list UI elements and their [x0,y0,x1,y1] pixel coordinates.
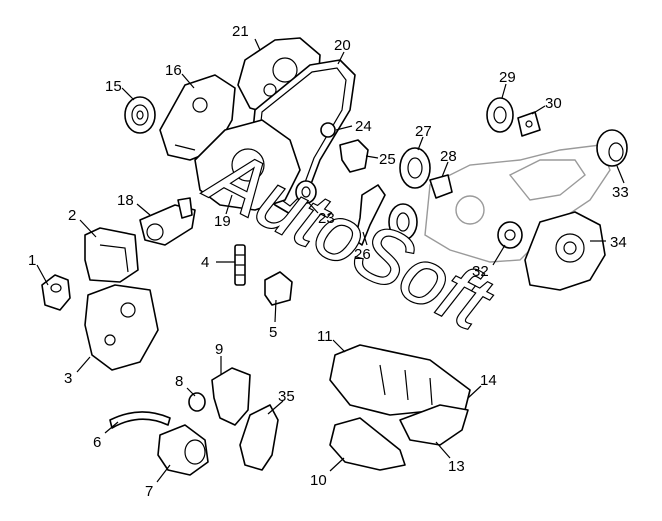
callout-25: 25 [379,151,396,168]
callout-21: 21 [232,23,249,40]
callout-33: 32 [472,263,489,280]
callout-7: 7 [145,483,153,500]
callout-1: 1 [28,252,36,269]
oil-seal-27 [399,147,431,189]
callout-16: 16 [165,62,182,79]
callout-10: 10 [310,472,327,489]
callout-14: 14 [480,372,497,389]
rubber-mount [41,274,71,311]
water-pump [157,424,209,476]
callouts: 1 2 3 4 5 6 7 8 9 10 11 13 14 15 16 18 1… [28,23,629,500]
gear-33 [497,221,523,249]
engine-mount [139,197,196,246]
tensioner-bracket [339,139,369,173]
callout-20: 20 [334,37,351,54]
oil-pump [524,211,606,291]
oil-seal-28 [388,203,418,241]
engine-bracket [84,284,159,371]
camshaft-pulley [596,129,628,167]
callout-11: 11 [317,328,333,345]
callout-24: 24 [355,118,372,135]
callout-23: 23 [318,210,335,227]
callout-18: 18 [117,192,134,209]
callout-5: 5 [269,324,277,341]
callout-35: 34 [610,234,627,251]
small-bracket [264,271,293,306]
mount-bracket [84,227,139,283]
oil-seal-30 [486,97,514,133]
idler-pulley [124,96,156,134]
tensioner-roller [295,180,317,204]
middle-timing-cover [194,119,301,211]
stud-bolt [234,244,246,286]
callout-26: 26 [354,246,371,263]
callout-3: 3 [64,370,72,387]
drive-belt [109,411,171,429]
rear-timing-cover [424,144,611,263]
callout-8: 8 [175,373,183,390]
plate-32 [517,111,541,137]
bushing [320,122,336,138]
callout-19: 19 [214,213,231,230]
exhaust-manifold [329,344,471,416]
callout-13: 13 [448,458,465,475]
support-bracket-36 [239,404,279,471]
callout-32: 30 [545,95,562,112]
callout-2: 2 [68,207,76,224]
callout-9: 9 [215,341,223,358]
callout-34: 33 [612,184,629,201]
accessory-bracket [211,367,251,426]
heat-shield [329,417,406,471]
callout-36: 35 [278,388,295,405]
callout-27: 27 [415,123,432,140]
manifold-section [399,404,469,446]
callout-6: 6 [93,434,101,451]
rocker-arm [354,184,386,246]
callout-15: 15 [105,78,122,95]
callout-4: 4 [201,254,209,271]
idler-roller [188,392,206,412]
callout-29: 28 [440,148,457,165]
callout-30: 29 [499,69,516,86]
